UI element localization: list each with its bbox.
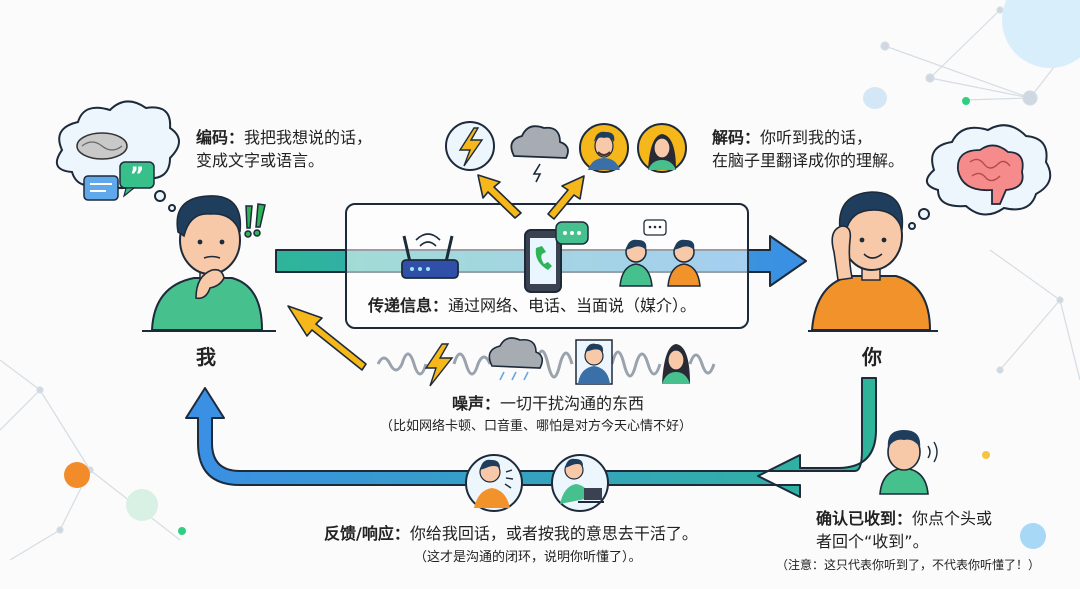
feedback-text: 反馈/响应：你给我回话，或者按我的意思去干活了。 xyxy=(324,522,698,545)
ack-text: 确认已收到：你点个头或 者回个“收到”。 xyxy=(816,507,992,553)
me-label: 我 xyxy=(196,345,216,369)
noise-example: （比如网络卡顿、口音重、哪怕是对方今天心情不好） xyxy=(380,419,693,434)
noise-pointer-arrows xyxy=(287,174,585,371)
decor-bubble xyxy=(126,489,158,521)
talking-people-icon xyxy=(619,219,701,287)
noise-desc: 一切干扰沟通的东西 xyxy=(500,394,645,413)
noise-title: 噪声： xyxy=(452,394,501,413)
ack-line2: 者回个“收到”。 xyxy=(816,532,929,551)
feedback-note: （这才是沟通的闭环，说明你听懂了）。 xyxy=(414,550,642,565)
you-label: 你 xyxy=(862,345,882,369)
encode-line1: 我把我想说的话， xyxy=(244,128,373,147)
feedback-desc: 你给我回话，或者按我的意思去干活了。 xyxy=(409,524,698,543)
woman-avatar-icon xyxy=(662,344,690,384)
decor-bubble xyxy=(863,87,887,109)
encode-text: 编码：我把我想说的话， 变成文字或语言。 xyxy=(196,126,372,172)
lightning-icon xyxy=(445,121,495,171)
chat-bubble-icon xyxy=(83,175,119,201)
channel-title: 传递信息： xyxy=(368,296,449,315)
decode-text: 解码：你听到我的话， 在脑子里翻译成你的理解。 xyxy=(712,126,904,172)
router-icon xyxy=(401,233,459,279)
storm-cloud-icon xyxy=(510,125,569,183)
phone-icon xyxy=(524,221,589,293)
channel-text: 传递信息：通过网络、电话、当面说（媒介）。 xyxy=(368,294,696,317)
person-me-figure xyxy=(142,195,276,332)
speaking-person-icon xyxy=(465,454,523,512)
exclamation-icon xyxy=(244,203,266,238)
woman-avatar-icon xyxy=(637,123,687,173)
decor-dot xyxy=(64,462,90,488)
ack-line1: 你点个头或 xyxy=(912,509,993,528)
decode-line2: 在脑子里翻译成你的理解。 xyxy=(712,151,905,170)
noise-text: 噪声：一切干扰沟通的东西 xyxy=(452,392,644,415)
network-background xyxy=(0,6,1080,561)
decor-bubble xyxy=(1002,0,1080,68)
man-avatar-icon xyxy=(579,123,629,173)
decor-dot xyxy=(1020,523,1046,549)
ack-note: （注意：这只代表你听到了，不代表你听懂了！） xyxy=(776,558,1041,572)
decor-dot xyxy=(962,97,970,105)
decor-dot xyxy=(178,527,186,535)
svg-text:”: ” xyxy=(130,164,144,189)
man-avatar-icon xyxy=(575,339,613,385)
brain-icon xyxy=(957,144,1024,205)
quote-bubble-icon: ” xyxy=(119,161,155,198)
nodding-person-icon xyxy=(879,430,938,495)
brain-thought-icon xyxy=(76,132,128,160)
person-you-figure xyxy=(808,191,938,332)
feedback-arrow xyxy=(185,377,877,498)
decode-line1: 你听到我的话， xyxy=(760,128,873,147)
storm-cloud-icon xyxy=(488,337,544,381)
working-person-icon xyxy=(551,454,609,512)
channel-desc: 通过网络、电话、当面说（媒介）。 xyxy=(448,296,697,315)
encode-title: 编码： xyxy=(196,128,245,147)
decode-title: 解码： xyxy=(712,128,761,147)
decor-dot xyxy=(982,451,990,459)
encode-line2: 变成文字或语言。 xyxy=(196,151,325,170)
sound-wave-icon xyxy=(376,349,716,379)
lightning-icon xyxy=(424,343,454,387)
ack-title: 确认已收到： xyxy=(816,509,913,528)
feedback-title: 反馈/响应： xyxy=(324,524,410,543)
